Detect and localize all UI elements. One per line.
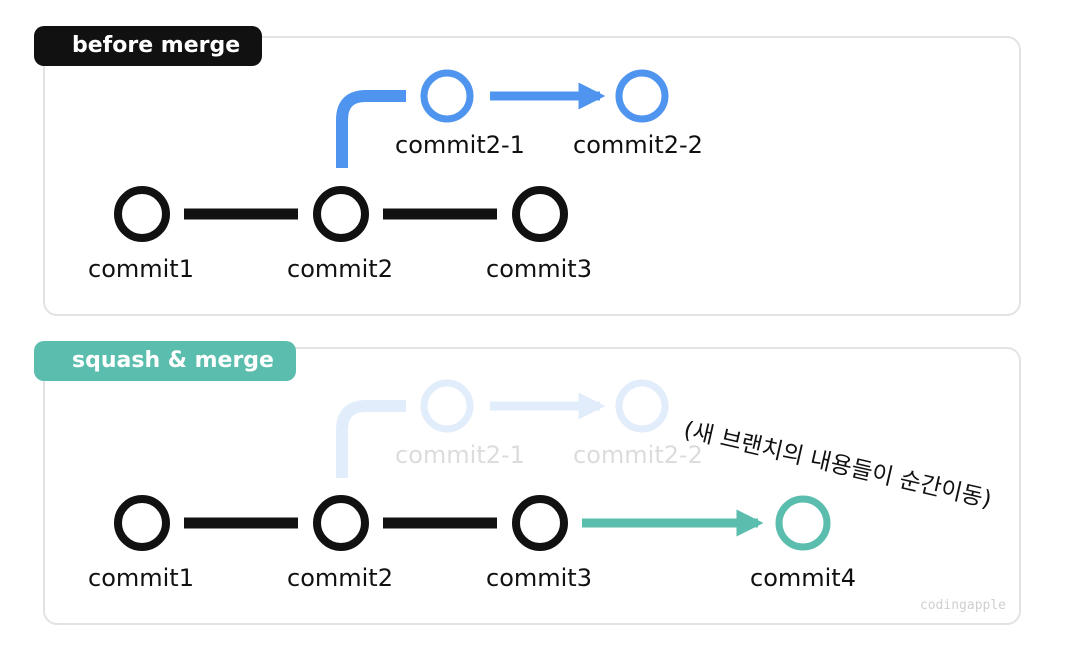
faded-commit-label-2-2: commit2-2 <box>573 441 703 469</box>
squash-merge-title: squash & merge <box>34 341 296 381</box>
commit-label-3: commit3 <box>486 564 592 592</box>
branch-line <box>336 90 406 168</box>
squash-merge-panel <box>43 347 1021 625</box>
commit-node-2-1 <box>420 69 474 123</box>
commit-label-2: commit2 <box>287 255 393 283</box>
commit-label-1: commit1 <box>88 255 194 283</box>
commit-node-4 <box>775 495 831 551</box>
commit-node-1 <box>114 186 170 242</box>
commit-node-3 <box>512 186 568 242</box>
faded-commit-label-2-1: commit2-1 <box>395 441 525 469</box>
before-merge-title: before merge <box>34 26 263 66</box>
commit-label-4: commit4 <box>750 564 856 592</box>
commit-label-3: commit3 <box>486 255 592 283</box>
watermark: codingapple <box>919 598 1006 613</box>
commit-node-2 <box>313 495 369 551</box>
commit-label-2-2: commit2-2 <box>573 131 703 159</box>
teleport-note: (새 브랜치의 내용들이 순간이동) <box>681 417 994 513</box>
commit-label-2: commit2 <box>287 564 393 592</box>
commit-node-2 <box>313 186 369 242</box>
commit-node-1 <box>114 495 170 551</box>
faded-commit-node-2-2 <box>615 379 669 433</box>
commit-node-2-2 <box>615 69 669 123</box>
before-merge-panel <box>43 36 1021 316</box>
commit-label-2-1: commit2-1 <box>395 131 525 159</box>
faded-commit-node-2-1 <box>420 379 474 433</box>
faded-branch-line <box>336 400 406 478</box>
commit-label-1: commit1 <box>88 564 194 592</box>
commit-node-3 <box>512 495 568 551</box>
